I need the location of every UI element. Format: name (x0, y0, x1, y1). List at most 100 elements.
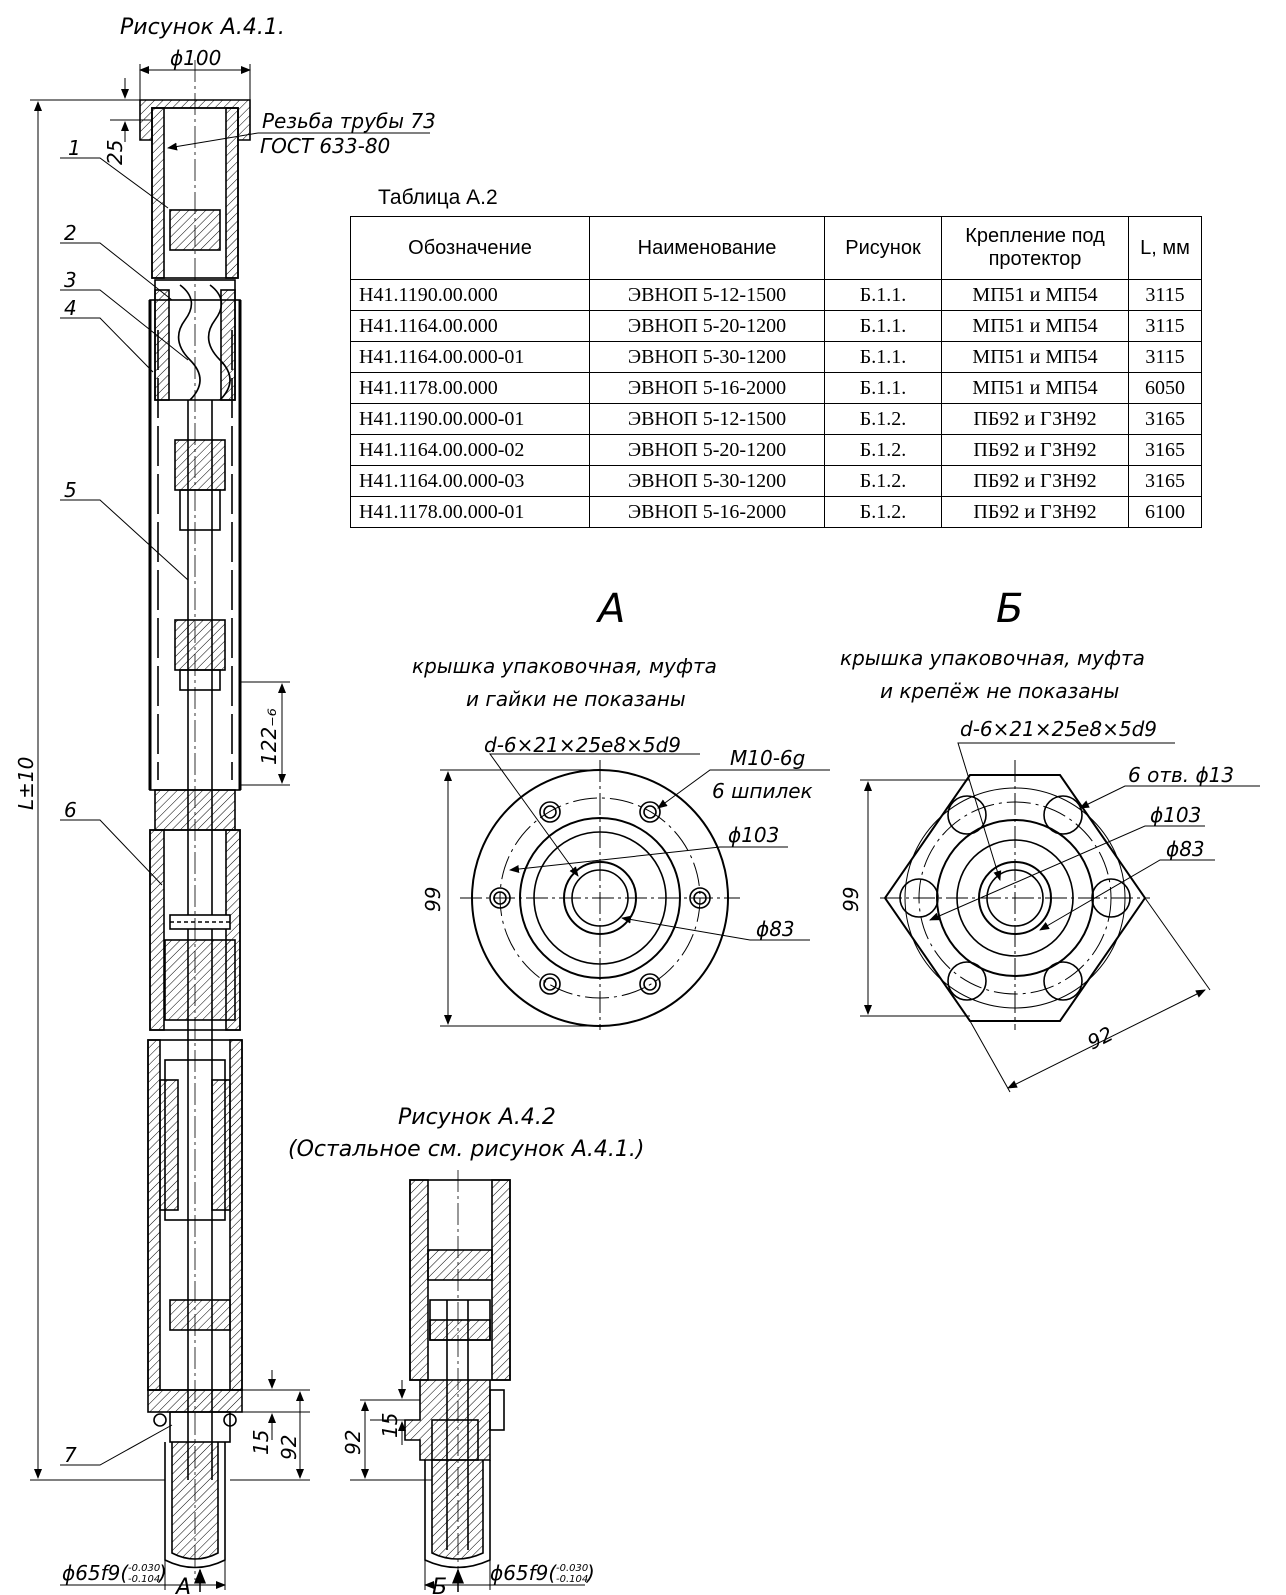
table-cell: 3115 (1128, 310, 1202, 342)
column-header: Обозначение (350, 216, 590, 280)
table-cell: МП51 и МП54 (941, 372, 1129, 404)
view-a-note-2: и гайки не показаны (466, 687, 686, 711)
table-cell: Н41.1164.00.000-01 (350, 341, 590, 373)
table-cell: Б.1.2. (824, 496, 942, 528)
table-cell: Б.1.1. (824, 372, 942, 404)
part-number: 1 (68, 136, 81, 160)
figure2-dim-92: 92 (341, 1430, 365, 1455)
figure1-view-arrow: А (174, 1575, 191, 1595)
table-cell: ПБ92 и ГЗН92 (941, 465, 1129, 497)
table-caption: Таблица А.2 (378, 186, 498, 209)
view-a-note-1: крышка упаковочная, муфта (412, 654, 717, 678)
table-cell: Н41.1178.00.000-01 (350, 496, 590, 528)
view-b-spline: d-6×21×25e8×5d9 (960, 717, 1157, 741)
figure1-thread-note-1: Резьба трубы 73 (262, 109, 436, 133)
spec-table: Обозначение Наименование Рисунок Креплен… (350, 216, 1202, 528)
table-cell: 6100 (1128, 496, 1202, 528)
figure2-view-arrow: Б (432, 1575, 447, 1595)
table-cell: 3165 (1128, 434, 1202, 466)
table-cell: Б.1.2. (824, 434, 942, 466)
view-b-d83: ϕ83 (1166, 837, 1205, 861)
view-a-dim-99: 99 (421, 887, 445, 912)
figure1-dim-15: 15 (249, 1430, 273, 1455)
part-numbers: 1 2 3 4 5 6 7 (64, 136, 81, 1467)
figure2-dim-bottom: ϕ65f9( -0.030 -0.104 ) (490, 1561, 595, 1585)
table-cell: Н41.1178.00.000 (350, 372, 590, 404)
table-cell: Н41.1164.00.000 (350, 310, 590, 342)
view-b-dim-92: 92 (1083, 1022, 1117, 1055)
figure1-dim-122: 122₋₆ (257, 708, 281, 765)
figure1-assembly (139, 99, 251, 1569)
table-cell: Б.1.1. (824, 341, 942, 373)
table-cell: ПБ92 и ГЗН92 (941, 403, 1129, 435)
table-cell: Б.1.1. (824, 279, 942, 311)
table-cell: МП51 и МП54 (941, 310, 1129, 342)
view-b-note-2: и крепёж не показаны (880, 679, 1119, 703)
table-cell: Н41.1190.00.000 (350, 279, 590, 311)
table-cell: Б.1.2. (824, 403, 942, 435)
figure2-title: Рисунок А.4.2 (398, 1105, 556, 1130)
column-header: L, мм (1128, 216, 1202, 280)
table-cell: ЭВНОП 5-30-1200 (589, 465, 825, 497)
table-cell: Н41.1190.00.000-01 (350, 403, 590, 435)
table-cell: 3115 (1128, 279, 1202, 311)
part-number: 7 (64, 1443, 77, 1467)
svg-text:-0.104: -0.104 (128, 1574, 160, 1585)
figure2-dimensions (350, 1380, 585, 1592)
part-number: 4 (64, 296, 77, 320)
column-header: Наименование (589, 216, 825, 280)
part-number: 2 (64, 221, 77, 245)
view-b-holes: 6 отв. ϕ13 (1128, 763, 1234, 787)
table-cell: ЭВНОП 5-20-1200 (589, 310, 825, 342)
table-header-row: Обозначение Наименование Рисунок Креплен… (350, 216, 1202, 280)
figure2-assembly (404, 1179, 511, 1569)
view-a-letter: А (595, 586, 625, 632)
view-a-d83: ϕ83 (756, 917, 795, 941)
view-a-stud-2: 6 шпилек (712, 779, 813, 803)
svg-text:ϕ65f9(: ϕ65f9( (490, 1561, 557, 1585)
view-b-dimensions (860, 742, 1260, 1093)
table-cell: ЭВНОП 5-12-1500 (589, 279, 825, 311)
figure1-dim-bottom: ϕ65f9( -0.030 -0.104 ) (62, 1561, 167, 1585)
table-cell: ПБ92 и ГЗН92 (941, 434, 1129, 466)
view-b-note-1: крышка упаковочная, муфта (840, 646, 1145, 670)
table-cell: 3165 (1128, 403, 1202, 435)
svg-text:-0.030: -0.030 (556, 1563, 588, 1574)
figure1-title: Рисунок А.4.1. (120, 15, 285, 40)
svg-text:): ) (585, 1561, 595, 1585)
view-a-stud-1: М10-6g (730, 746, 805, 770)
svg-text:-0.030: -0.030 (128, 1563, 160, 1574)
figure2-dim-15: 15 (378, 1413, 402, 1438)
table-cell: МП51 и МП54 (941, 279, 1129, 311)
table-cell: 3165 (1128, 465, 1202, 497)
table-cell: ПБ92 и ГЗН92 (941, 496, 1129, 528)
table-cell: Б.1.1. (824, 310, 942, 342)
svg-text:ϕ65f9(: ϕ65f9( (62, 1561, 129, 1585)
table-cell: Б.1.2. (824, 465, 942, 497)
figure1-dimensions (30, 64, 430, 1592)
table-cell: МП51 и МП54 (941, 341, 1129, 373)
column-header: Крепление под протектор (941, 216, 1129, 280)
figure1-dim-92: 92 (277, 1435, 301, 1460)
view-b-d103: ϕ103 (1150, 803, 1201, 827)
table-cell: Н41.1164.00.000-02 (350, 434, 590, 466)
svg-text:-0.104: -0.104 (556, 1574, 588, 1585)
figure2-subtitle: (Остальное см. рисунок А.4.1.) (288, 1137, 644, 1162)
figure1-thread-note-2: ГОСТ 633-80 (260, 134, 390, 158)
table-cell: ЭВНОП 5-16-2000 (589, 496, 825, 528)
part-number: 5 (64, 478, 77, 502)
column-header: Рисунок (824, 216, 942, 280)
view-b-letter: Б (996, 586, 1023, 632)
part-number: 3 (64, 268, 77, 292)
view-a-dimensions (440, 753, 830, 1030)
part-number: 6 (64, 798, 77, 822)
